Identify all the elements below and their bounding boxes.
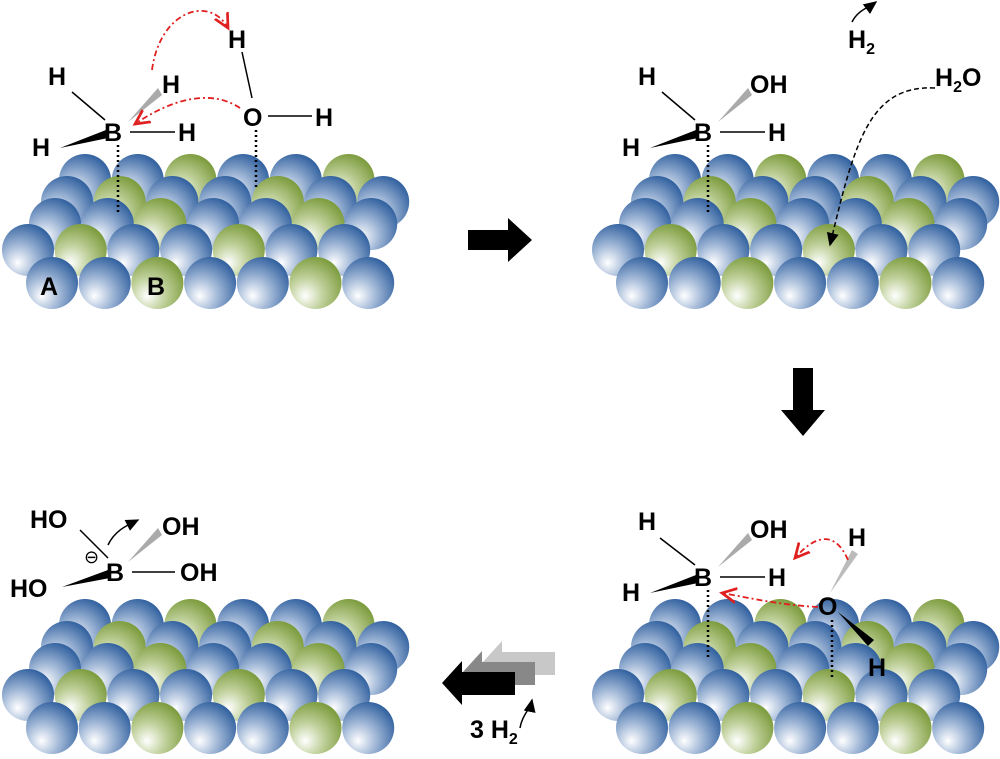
surface-atom-a: [616, 702, 668, 754]
surface-atom-a: [184, 257, 237, 309]
surface-atom-b: [879, 257, 932, 309]
atom-h: H: [228, 26, 246, 54]
surface-atom-a: [26, 702, 78, 754]
h2-released: H2: [848, 26, 875, 58]
water-molecule: H2O: [935, 64, 981, 96]
surface-atom-b: [131, 702, 184, 754]
surface-atom-a: [78, 702, 131, 754]
red-electron-arrow: [151, 10, 228, 71]
released-h2: 3 H2: [470, 716, 518, 748]
surface-atom-a: [774, 702, 827, 754]
surface-atom-b: [131, 257, 184, 309]
atom-h: H: [768, 119, 786, 147]
atom-h: H: [868, 654, 886, 682]
surface-atom-a: [668, 702, 721, 754]
atom-h: H: [315, 104, 333, 132]
site-label-b: B: [147, 273, 165, 301]
atom-h: H: [768, 564, 786, 592]
hydroxyl-group: HO: [10, 575, 48, 603]
surface-atom-b: [721, 702, 774, 754]
surface-atom-a: [668, 257, 721, 309]
atom-h: H: [622, 579, 640, 607]
surface-atom-a: [342, 257, 395, 309]
hydroxyl-group: OH: [750, 516, 788, 544]
hydroxyl-group: OH: [750, 71, 788, 99]
surface-atom-b: [289, 257, 342, 309]
surface-atom-a: [26, 257, 78, 309]
arrow-down: [781, 368, 825, 436]
atom-h: H: [32, 134, 50, 162]
atom-b: B: [104, 119, 122, 147]
surface-atom-b: [721, 257, 774, 309]
arrow-left-release: 3 H2: [442, 641, 555, 748]
atom-h: H: [178, 119, 196, 147]
negative-charge-icon: ⊖: [84, 547, 99, 567]
surface-atom-b: [289, 702, 342, 754]
catalyst-surface: [592, 154, 1000, 309]
atom-h: H: [48, 63, 66, 91]
hydroxyl-group: OH: [162, 513, 200, 541]
atom-h: H: [638, 63, 656, 91]
surface-atom-a: [78, 257, 131, 309]
catalyst-surface: [2, 599, 410, 754]
arrow-right: [468, 218, 532, 262]
panel-second-water: H OH B H H H O H: [622, 508, 886, 682]
surface-atom-a: [932, 257, 985, 309]
surface-atom-a: [616, 257, 668, 309]
site-label-a: A: [40, 273, 58, 301]
surface-atom-a: [932, 702, 985, 754]
panel-adsorbed: H H B H H H O H A B: [32, 10, 333, 301]
panel-first-hydrolysis: H2 H OH B H H H2O: [622, 1, 981, 247]
red-electron-arrow: [135, 97, 241, 124]
atom-h: H: [638, 508, 656, 536]
atom-h: H: [162, 71, 180, 99]
catalyst-surface: [592, 599, 1000, 754]
surface-atom-a: [236, 702, 289, 754]
surface-atom-a: [184, 702, 237, 754]
atom-b: B: [106, 559, 124, 587]
atom-h: H: [622, 134, 640, 162]
atom-h: H: [848, 524, 866, 552]
hydroxyl-group: OH: [180, 559, 218, 587]
atom-o: O: [243, 104, 262, 132]
atom-o: O: [818, 593, 837, 621]
atom-b: B: [694, 564, 712, 592]
surface-atom-a: [826, 702, 879, 754]
panel-final: HO OH ⊖ B OH HO: [10, 506, 218, 603]
hydroxyl-group: HO: [30, 506, 68, 534]
black-wedge-bond: [60, 130, 108, 148]
surface-atom-a: [342, 702, 395, 754]
atom-b: B: [694, 119, 712, 147]
surface-atom-a: [826, 257, 879, 309]
water-approach-arrow: [826, 87, 936, 247]
surface-atom-a: [774, 257, 827, 309]
surface-atom-b: [879, 702, 932, 754]
catalyst-surface: [2, 154, 410, 309]
surface-atom-a: [236, 257, 289, 309]
